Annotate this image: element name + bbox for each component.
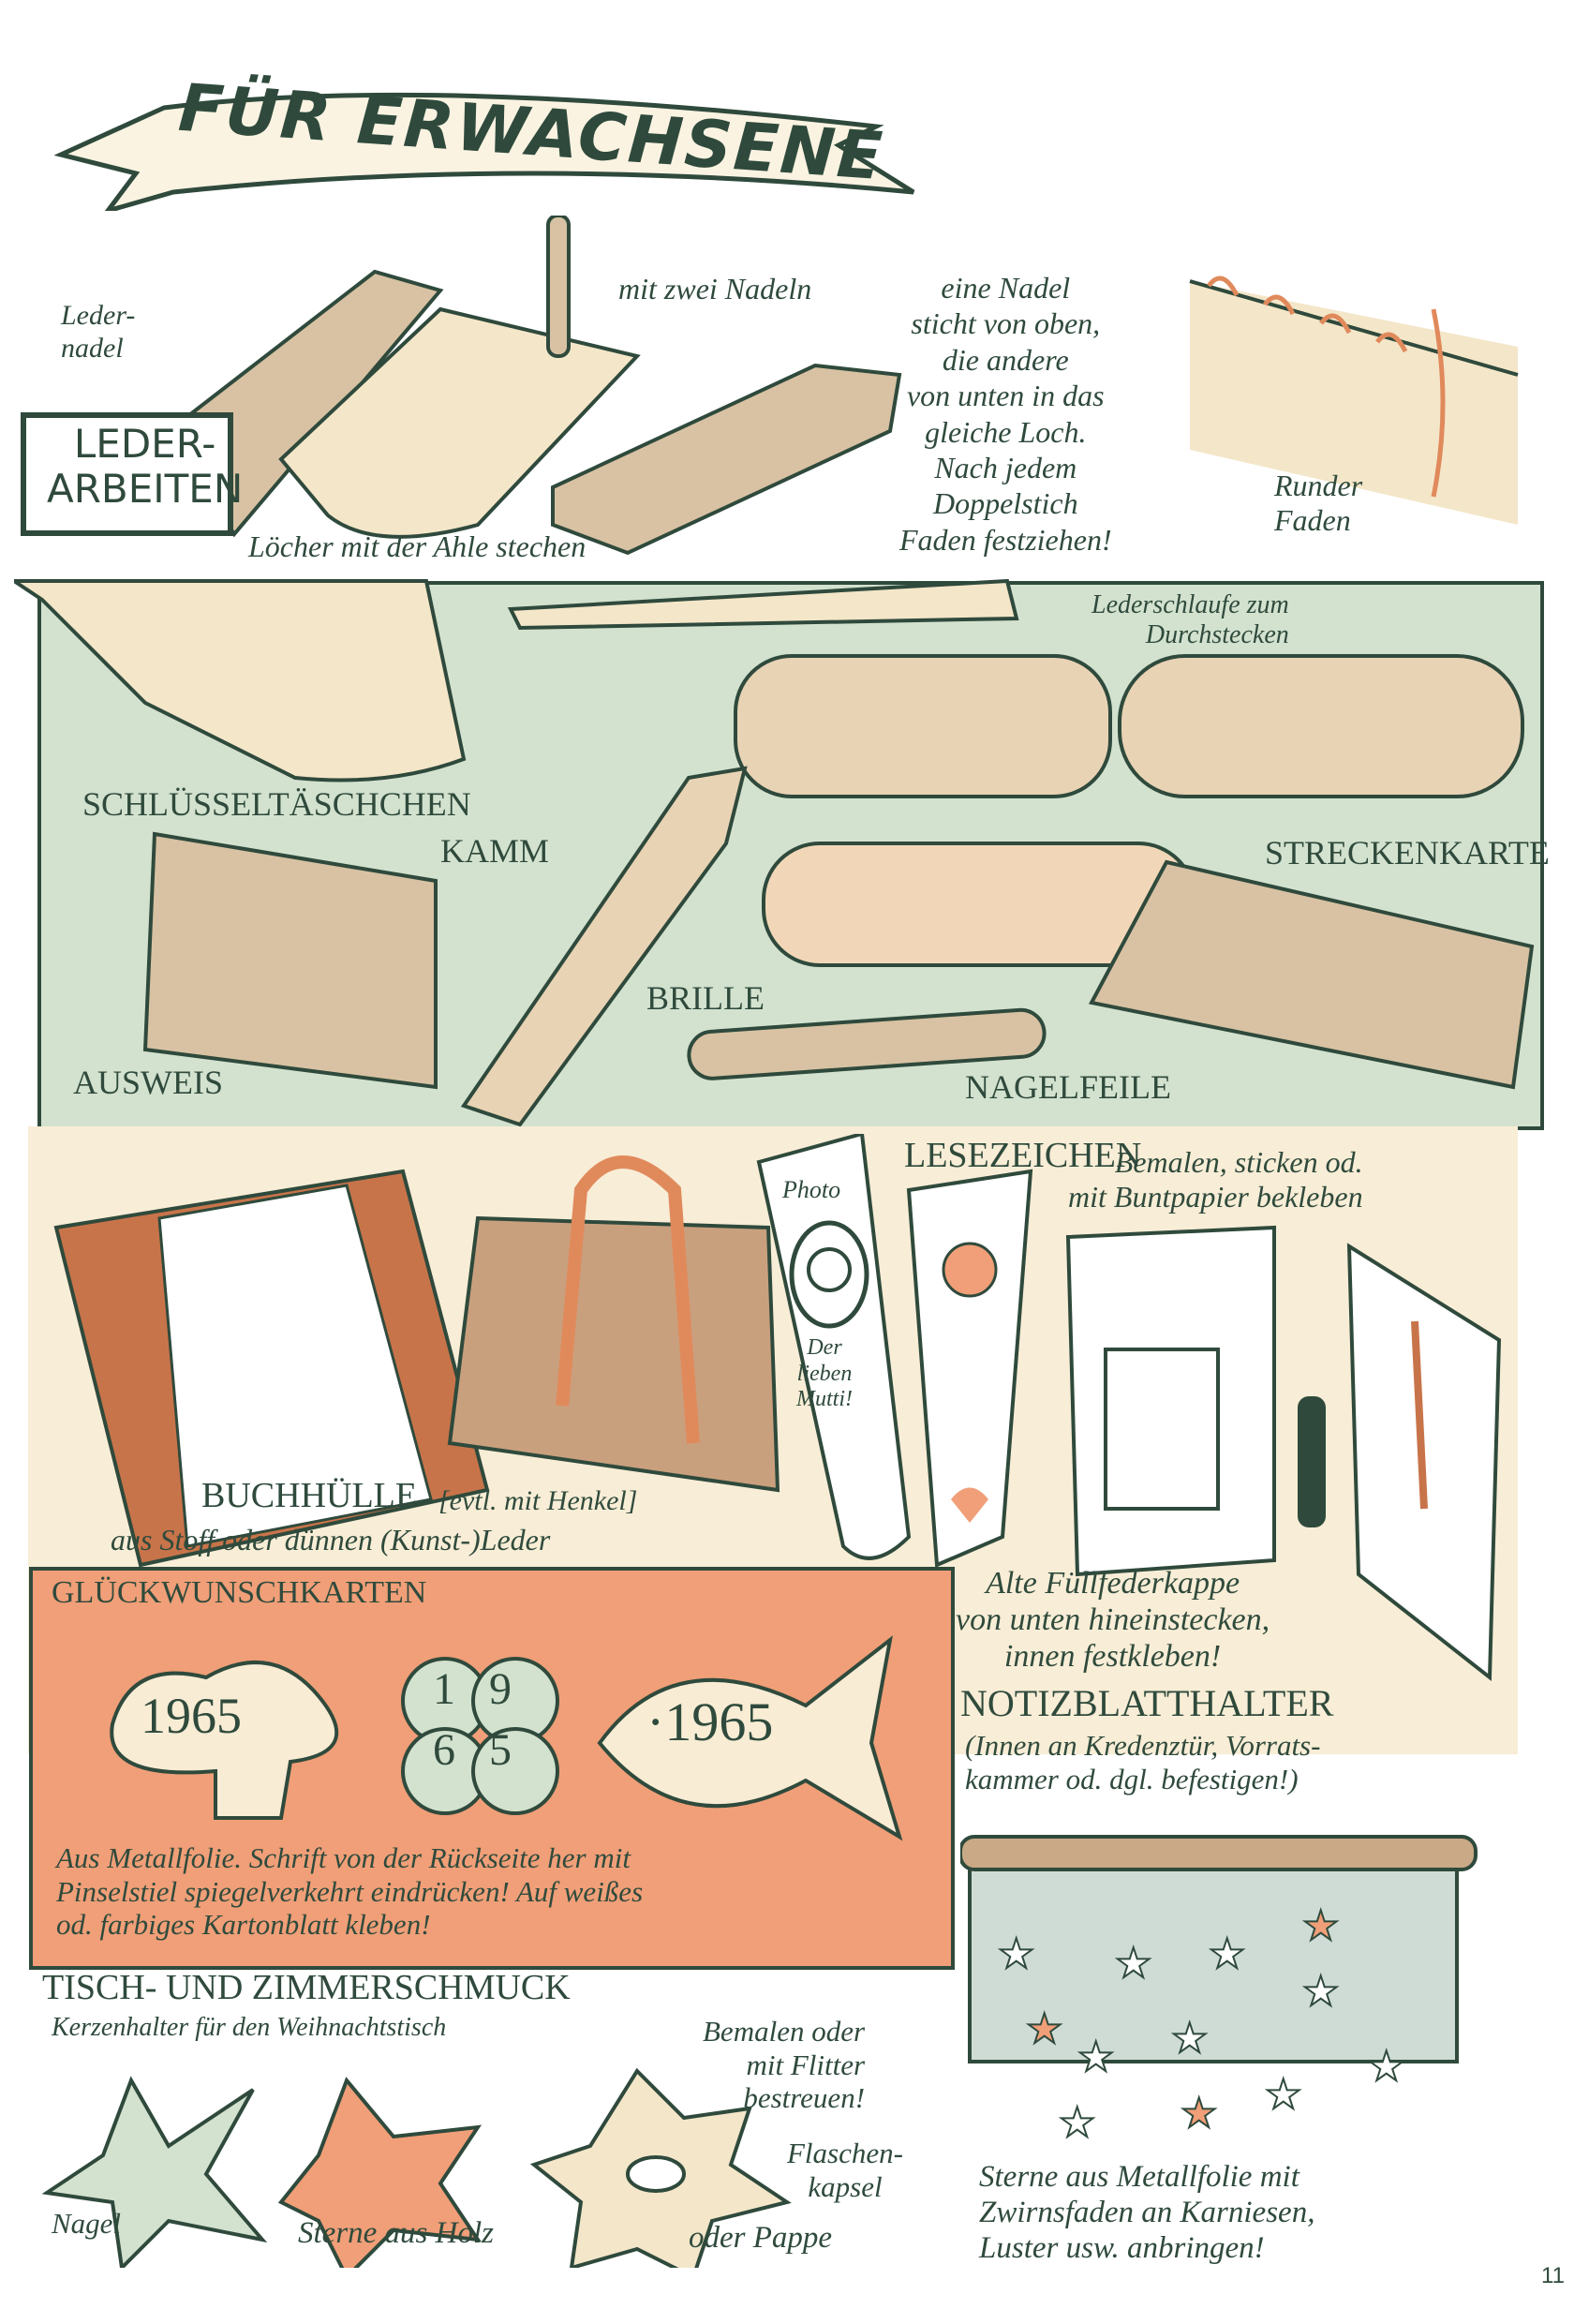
sterne-folie-hint: Sterne aus Metallfolie mit Zwirnsfaden a… <box>979 2160 1315 2265</box>
sterne-holz-label: Sterne aus Holz <box>298 2216 494 2250</box>
label-schluesseltaeschchen: SCHLÜSSELTÄSCHCHEN <box>82 785 471 823</box>
lesezeichen-hint: Bemalen, sticken od. mit Buntpapier bekl… <box>1068 1145 1363 1214</box>
svg-text:★: ★ <box>1181 2090 1217 2138</box>
buchhuelle-hint: [evtl. mit Henkel] <box>438 1485 638 1516</box>
schmuck-title: TISCH- UND ZIMMERSCHMUCK <box>42 1968 571 2007</box>
clover-digit-5: 5 <box>489 1725 512 1775</box>
label-ausweis: AUSWEIS <box>73 1064 223 1101</box>
bemalen-hint: Bemalen oder mit Flitter bestreuen! <box>703 2015 866 2115</box>
svg-text:★: ★ <box>1059 2099 1095 2147</box>
label-nagelfeile: NAGELFEILE <box>965 1068 1171 1106</box>
leder-title: LEDER- ARBEITEN <box>47 421 244 513</box>
stitch-instructions: eine Nadel sticht von oben, die andere v… <box>899 271 1112 557</box>
fuellfeder-hint: Alte Füllfederkappe von unten hineinstec… <box>956 1566 1270 1675</box>
svg-text:★: ★ <box>1302 1968 1339 2016</box>
lesezeichen-title: LESEZEICHEN <box>904 1136 1142 1175</box>
svg-text:★: ★ <box>1077 2034 1114 2081</box>
curtain-stars-illustration: ★★★★★★★★★ ★★★ <box>960 1835 1478 2148</box>
leather-illustration <box>166 216 1519 556</box>
runder-faden-label: Runder Faden <box>1274 469 1363 537</box>
flaschenkapsel-label: Flaschen- kapsel <box>787 2137 903 2203</box>
svg-text:★: ★ <box>1171 2015 1208 2063</box>
leather-goods-illustration <box>14 578 1535 1127</box>
oder-pappe-label: oder Pappe <box>689 2221 833 2255</box>
banner-ribbon <box>53 92 915 211</box>
schmuck-subtitle: Kerzenhalter für den Weihnachtstisch <box>52 2013 447 2042</box>
page-number: 11 <box>1541 2263 1565 2288</box>
bookmark-photo-label: Photo <box>782 1176 841 1203</box>
bookmark-portrait <box>789 1220 869 1329</box>
cards-instructions: Aus Metallfolie. Schrift von der Rücksei… <box>56 1841 644 1942</box>
notizblatthalter-hint: (Innen an Kredenztür, Vorrats- kammer od… <box>965 1729 1321 1795</box>
notizblatthalter-title: NOTIZBLATTHALTER <box>960 1682 1334 1724</box>
bookmark-dedication: Der lieben Mutti! <box>796 1335 853 1412</box>
label-streckenkarte: STRECKENKARTE <box>1265 834 1550 872</box>
candle-stars-illustration <box>41 2067 792 2268</box>
cards-title: GLÜCKWUNSCHKARTEN <box>52 1575 427 1610</box>
nagel-label: Nagel <box>52 2207 122 2240</box>
fish-card-year: ·1965 <box>646 1691 774 1752</box>
svg-text:★: ★ <box>998 1930 1034 1978</box>
clover-digit-1: 1 <box>433 1664 455 1714</box>
svg-text:★: ★ <box>1026 2005 1062 2053</box>
lederschlaufe-label: Lederschlaufe zum Durchstecken <box>1092 590 1289 650</box>
mushroom-card-year: 1965 <box>141 1688 242 1744</box>
label-brille: BRILLE <box>646 979 765 1017</box>
svg-text:★: ★ <box>1115 1940 1151 1988</box>
card-shapes <box>110 1635 903 1841</box>
buchhuelle-title: BUCHHÜLLE <box>201 1476 418 1515</box>
svg-text:★: ★ <box>1209 1930 1245 1978</box>
svg-text:★: ★ <box>1302 1902 1339 1950</box>
label-kamm: KAMM <box>440 832 550 870</box>
loecher-label: Löcher mit der Ahle stechen <box>248 529 587 563</box>
svg-text:★: ★ <box>1368 2043 1404 2091</box>
clover-digit-6: 6 <box>433 1725 455 1775</box>
gifts-illustration <box>53 1134 1502 1682</box>
zwei-nadeln-label: mit zwei Nadeln <box>618 272 812 305</box>
buchhuelle-material: aus Stoff oder dünnen (Kunst-)Leder <box>111 1523 551 1557</box>
clover-digit-9: 9 <box>489 1664 512 1714</box>
ledernadel-label: Leder- nadel <box>61 300 136 364</box>
svg-text:★: ★ <box>1265 2071 1301 2119</box>
leder-title-box <box>21 412 233 536</box>
